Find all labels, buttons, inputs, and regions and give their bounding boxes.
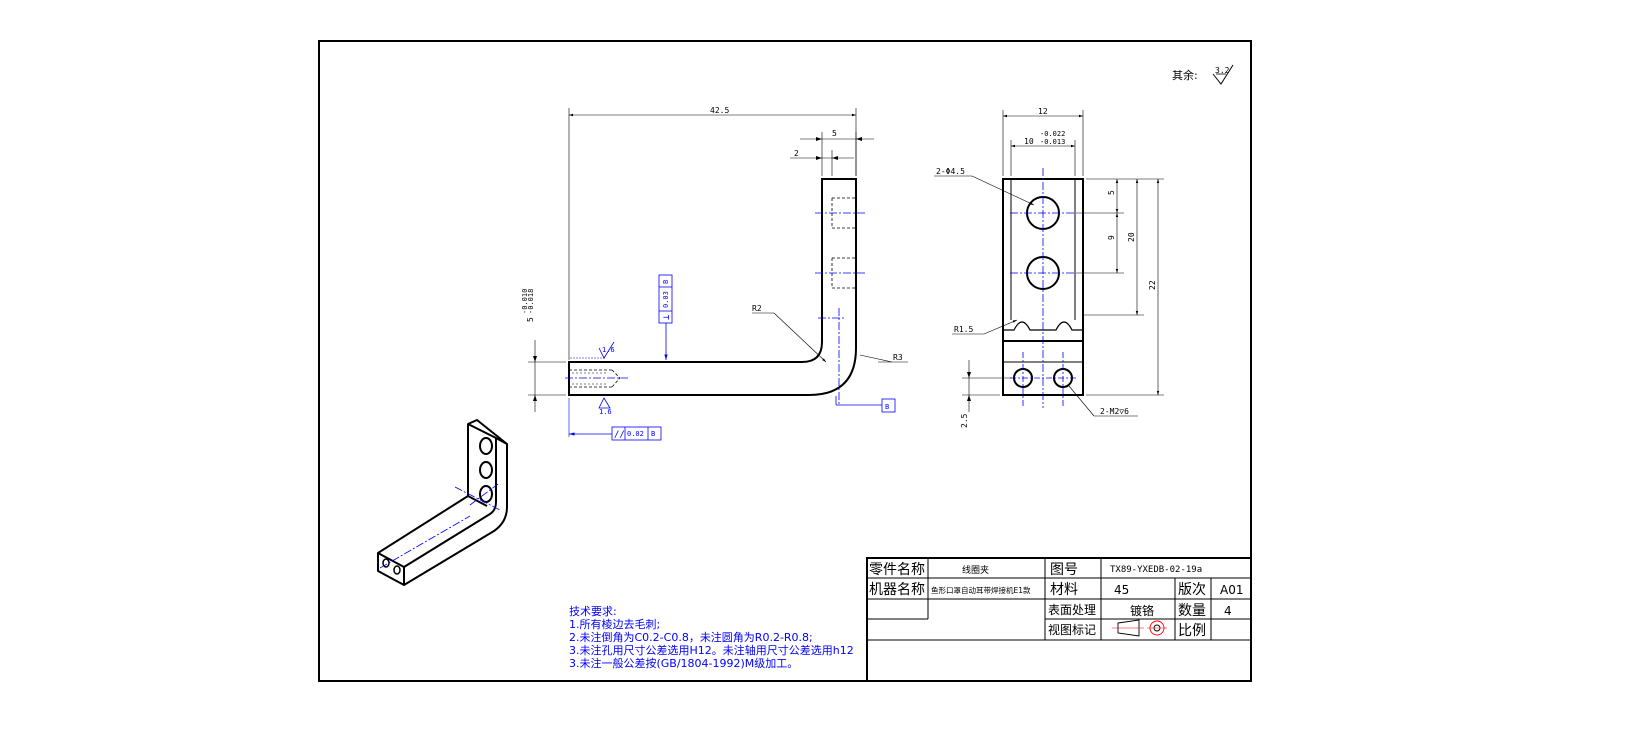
front-view-outline: [568, 178, 857, 396]
parallelism-symbol: //: [614, 430, 625, 440]
iso-hole-mid: [479, 461, 493, 479]
part-name-label: 零件名称: [869, 562, 925, 578]
drawing-no: TX89-YXEDB-02-19a: [1110, 565, 1202, 575]
tech-requirements: 技术要求: 1.所有棱边去毛刺; 2.未注倒角为C0.2-C0.8，未注圆角为R…: [569, 605, 854, 670]
roughness-top: 1.6: [602, 346, 615, 354]
perpendicularity-symbol: ⊥: [662, 314, 672, 320]
perpendicularity-datum: B: [662, 280, 670, 284]
tech-requirement-item: 2.未注倒角为C0.2-C0.8，未注圆角为R0.2-R0.8;: [569, 630, 813, 644]
quantity: 4: [1224, 604, 1232, 618]
parallelism-frame: [611, 426, 662, 441]
surface-note-value: 3.2: [1215, 66, 1230, 75]
parallelism-datum: B: [651, 430, 655, 438]
dim-thread-spec: 2-M2▽6: [1100, 407, 1129, 416]
projection-symbol-icon: [1112, 619, 1167, 637]
sheet-border: [318, 40, 1252, 682]
tech-requirement-item: 1.所有棱边去毛刺;: [569, 617, 660, 631]
dim-overall-length: 42.5: [710, 106, 729, 115]
roughness-bottom-icon: [598, 397, 611, 409]
dim-thickness-tol-upper: -0.010: [521, 289, 529, 314]
dim-radius-outer: R3: [893, 353, 903, 362]
tech-requirement-item: 3.未注一般公差按(GB/1804-1992)M级加工。: [569, 656, 798, 670]
front-view: 42.5 5 2 5 -0.010 -0.018 R2 R3 1.6 1.6: [521, 106, 908, 441]
dim-inner-tol-lower: -0.013: [1040, 138, 1065, 146]
dim-top-offset: 2: [794, 149, 799, 158]
isometric-view: [377, 419, 508, 586]
dim-radius-inner: R2: [752, 304, 762, 313]
quantity-label: 数量: [1178, 603, 1206, 619]
version: A01: [1220, 583, 1243, 597]
version-label: 版次: [1178, 582, 1206, 598]
dim-side-width: 12: [1038, 107, 1048, 116]
datum-label: B: [885, 403, 889, 411]
machine-name-label: 机器名称: [869, 582, 925, 598]
material: 45: [1114, 583, 1129, 597]
tech-requirements-title: 技术要求:: [569, 605, 617, 618]
dim-hole-pitch: 9: [1107, 235, 1116, 240]
iso-hole-bottom: [479, 485, 493, 503]
dim-overall-height: 22: [1148, 280, 1157, 290]
machine-name: 鱼形口罩自动耳带焊接机E1款: [931, 585, 1031, 595]
surface-treatment-label: 表面处理: [1048, 603, 1096, 617]
view-mark-label: 视图标记: [1048, 622, 1096, 637]
drawing-no-label: 图号: [1050, 562, 1078, 578]
surface-roughness-note: 其余: 3.2: [1172, 64, 1234, 85]
dim-top-width: 5: [832, 129, 837, 138]
dim-top-to-hole: 5: [1107, 190, 1116, 195]
dim-thickness-tol-lower: -0.018: [527, 289, 535, 314]
parallelism-value: 0.02: [627, 430, 644, 438]
roughness-bottom: 1.6: [599, 408, 612, 416]
iso-hole-top: [479, 437, 493, 455]
part-name: 线圈夹: [962, 564, 989, 576]
title-block: 零件名称 线圈夹 图号 TX89-YXEDB-02-19a 机器名称 鱼形口罩自…: [866, 557, 1252, 682]
surface-note-label: 其余:: [1172, 68, 1198, 82]
dim-inner-tol-upper: -0.022: [1040, 130, 1065, 138]
scale-label: 比例: [1178, 623, 1206, 639]
perpendicularity-value: 0.03: [662, 291, 670, 308]
material-label: 材料: [1050, 582, 1078, 598]
tech-requirement-item: 3.未注孔用尺寸公差选用H12。未注轴用尺寸公差选用h12: [569, 643, 854, 657]
dim-inner-width: 10: [1024, 137, 1034, 146]
dim-to-slot: 20: [1127, 232, 1136, 242]
perpendicularity-frame: [658, 274, 673, 324]
roughness-symbol-icon: [1212, 64, 1234, 85]
side-view: 12 10 -0.022 -0.013 2-Φ4.5 5 9 20 22 R1.…: [934, 107, 1164, 428]
dim-bottom-height: 2.5: [960, 413, 969, 428]
datum-frame: [881, 398, 896, 413]
surface-treatment: 镀铬: [1130, 603, 1154, 618]
dim-hole-spec: 2-Φ4.5: [936, 167, 965, 176]
dim-thickness: 5: [526, 317, 535, 322]
dim-slot-radius: R1.5: [954, 325, 973, 334]
